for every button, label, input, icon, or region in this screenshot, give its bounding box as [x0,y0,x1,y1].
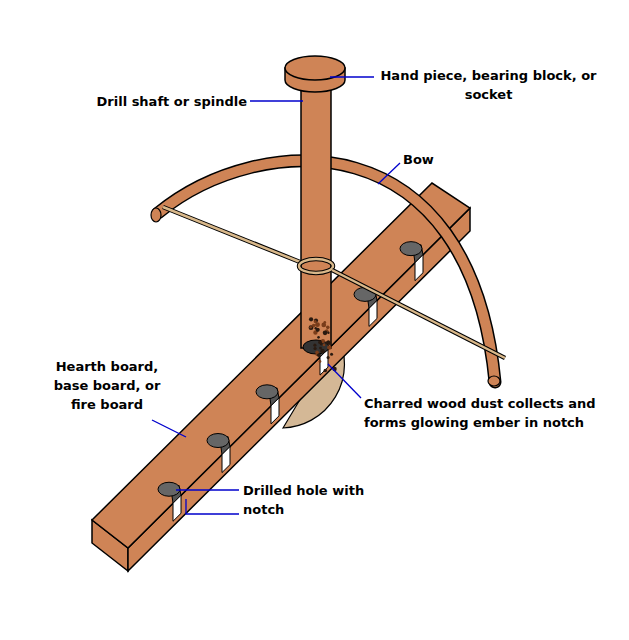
dust-particle [319,347,322,350]
part-label: Hearth board, base board, or fire board [44,357,170,414]
drilled-holes [158,242,423,522]
bow-string-outline [163,207,300,262]
leader-line [152,420,186,437]
dust-particle [324,369,328,373]
dust-particle [322,349,325,352]
hole-notch-front [369,300,377,326]
leader-line [330,76,374,77]
dust-particle [314,327,316,329]
charred-dust [309,317,337,372]
dust-particle [330,353,333,356]
leader-line [250,100,303,101]
hole-notch-front [173,495,181,521]
bow-string [332,270,505,358]
dust-particle [314,320,317,323]
part-label: Drill shaft or spindle [97,92,247,111]
leader-line [186,499,239,514]
dust-particle [312,324,316,328]
dust-particle [319,360,322,363]
hole-notch-front [415,255,423,281]
dust-particle [309,317,313,321]
leader-line [378,163,400,184]
part-label: Hand piece, bearing block, or socket [376,66,601,104]
bow-string [163,207,300,262]
leader-line [328,364,361,398]
dust-particle [327,331,329,333]
part-label: Drilled hole with notch [243,481,383,519]
dust-particle [323,344,326,347]
dust-particle [315,351,318,354]
spindle-tip [303,340,329,354]
drilled-hole [207,434,229,448]
dust-particle [327,356,330,359]
dust-particle [314,319,318,323]
leader-line [176,489,239,490]
part-label: Charred wood dust collects and forms glo… [364,394,626,432]
drilled-hole [158,482,180,496]
bow-string-outline [332,270,505,358]
board-front-face [128,208,470,571]
dust-particle [323,331,328,336]
dust-particle [318,340,322,344]
dust-particle [323,321,326,324]
dust-particle [313,344,316,347]
drilled-hole [256,385,278,399]
hole-notch-front [222,447,230,473]
dust-particle [317,336,320,339]
dust-particle [327,345,332,350]
bow-end [151,208,161,222]
string-loop-outline [299,259,333,273]
hole-notch-front [271,398,279,424]
dust-particle [309,326,312,329]
dust-particle [326,326,330,330]
drilled-hole [400,242,422,256]
dust-particle [313,347,316,350]
string-loop [299,259,333,273]
dust-particle [315,322,320,327]
dust-particle [320,349,324,353]
drill-spindle [301,80,331,348]
dust-particle [325,341,328,344]
part-label: Bow [403,150,434,169]
bow-end [488,376,500,386]
leader-lines [152,77,400,514]
